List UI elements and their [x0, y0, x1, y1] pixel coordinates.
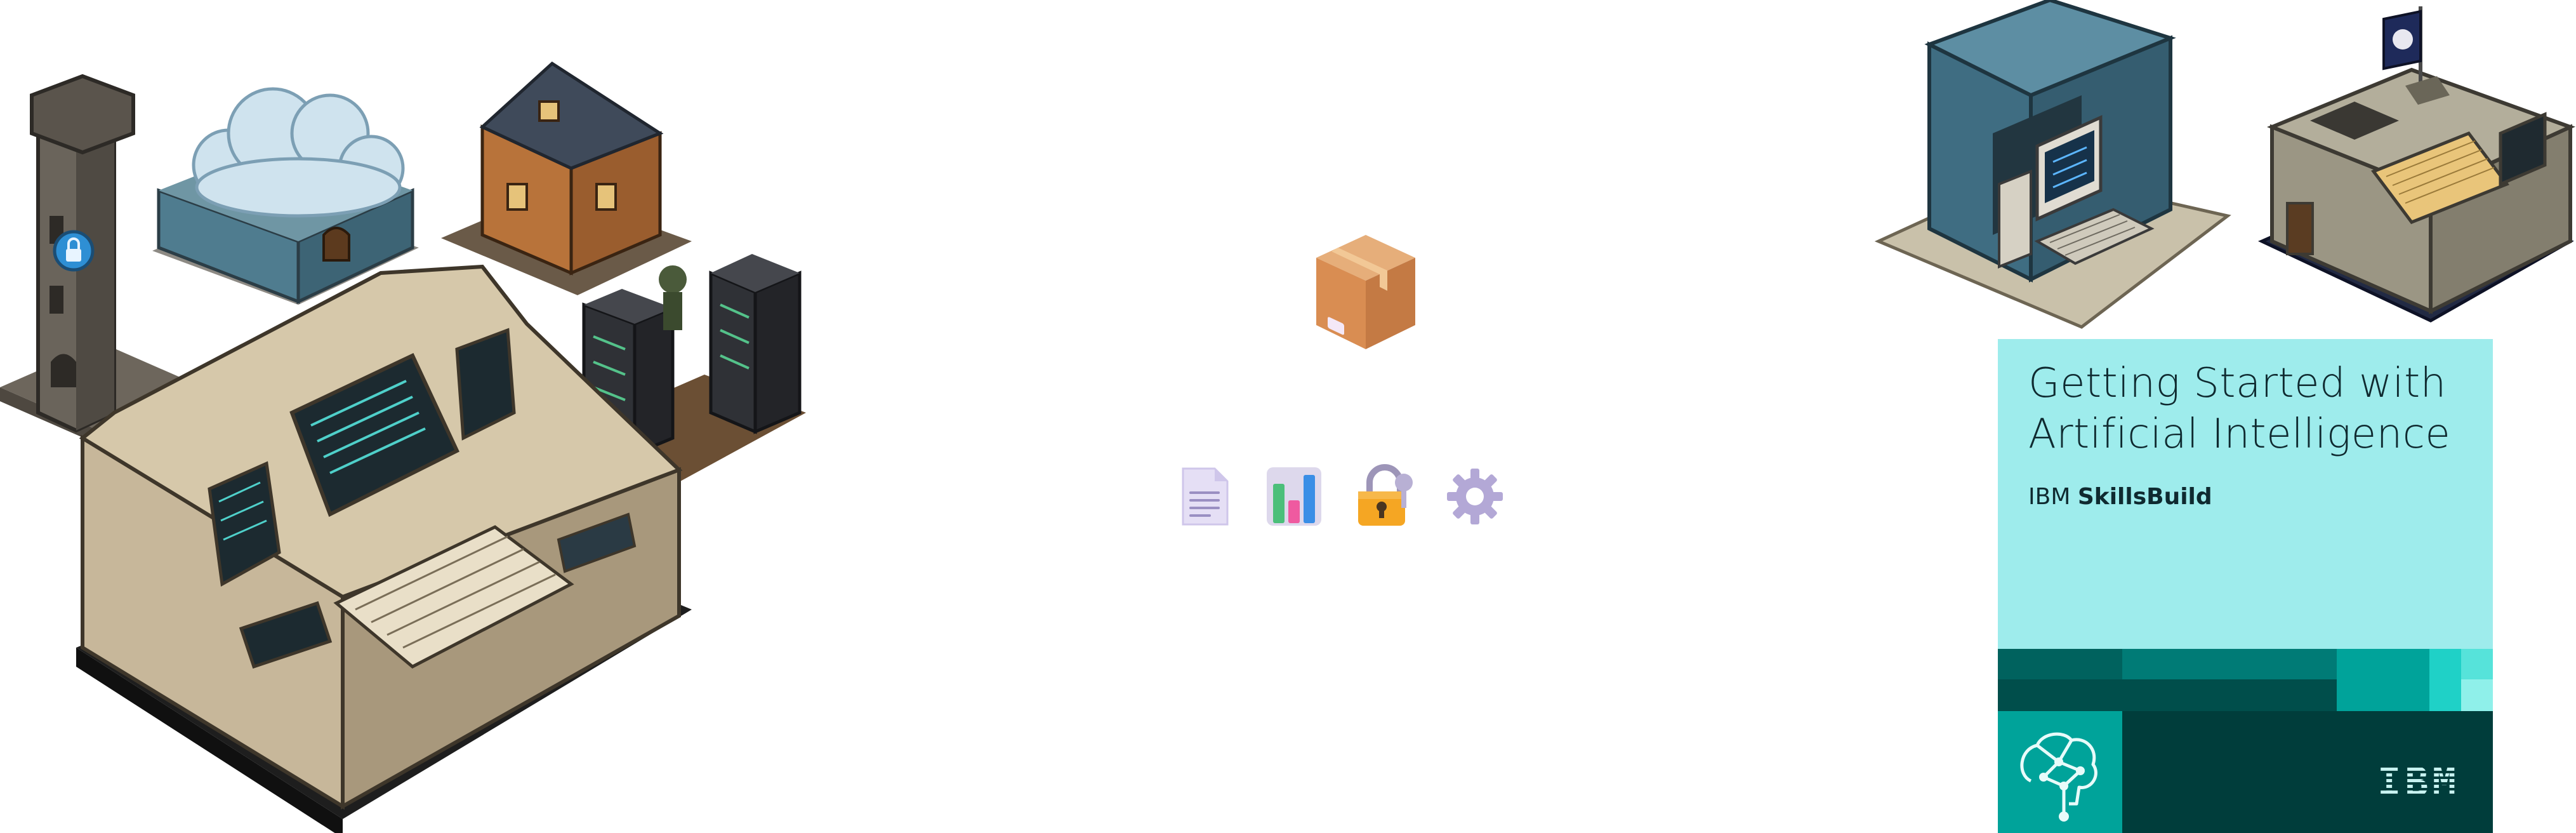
isometric-scene-left: [0, 57, 812, 833]
package-icon: [1314, 232, 1418, 352]
padlock-icon: [1356, 463, 1414, 527]
gear-icon: [1446, 467, 1504, 526]
ibm-logo: IBM: [2377, 759, 2460, 805]
course-card[interactable]: Getting Started with Artificial Intellig…: [1998, 339, 2493, 833]
cloud-bank-illustration: [152, 87, 419, 305]
course-title: Getting Started with Artificial Intellig…: [2028, 360, 2451, 458]
card-footer: IBM: [1998, 711, 2493, 833]
document-icon: [1180, 466, 1230, 527]
brand-prefix: IBM: [2028, 484, 2071, 510]
card-pattern-band: [1998, 649, 2493, 711]
bar-chart-icon: [1265, 466, 1323, 527]
watchtower-illustration: [0, 74, 203, 446]
retro-computer-console-illustration: [76, 264, 692, 833]
brain-network-icon: [1998, 711, 2122, 833]
brand-name: SkillsBuild: [2077, 484, 2212, 510]
brand-label: IBM SkillsBuild: [2028, 484, 2212, 510]
timber-house-illustration: [441, 61, 692, 295]
vault-computer-illustration: [1872, 0, 2234, 330]
secure-terminal-illustration: [2257, 0, 2576, 330]
